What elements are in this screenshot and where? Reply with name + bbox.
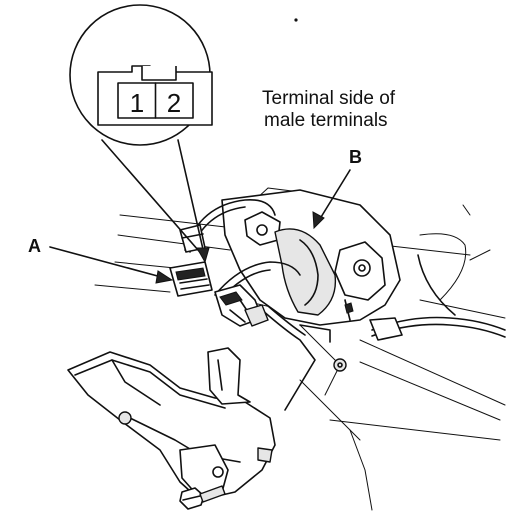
detail-leader-line — [101, 139, 206, 259]
caption-line-1: Terminal side of — [262, 88, 396, 109]
connector-face: 1 2 — [97, 65, 213, 126]
callout-a-leader — [49, 246, 166, 279]
detail-leader-arrow — [196, 247, 210, 264]
caption-line-2: male terminals — [264, 110, 388, 131]
callout-b-label: B — [349, 147, 362, 167]
pin-2-label: 2 — [167, 88, 181, 118]
callout-b-leader — [317, 169, 351, 223]
stray-mark — [294, 18, 298, 22]
mounting-bolt — [179, 485, 226, 510]
callout-a-label: A — [28, 236, 41, 256]
right-cable — [369, 254, 506, 341]
detail-leader-line — [177, 139, 206, 259]
pin-1-label: 1 — [130, 88, 144, 118]
callout-a-arrow — [155, 270, 174, 284]
lower-cover — [67, 347, 276, 501]
callout-b-arrow — [312, 211, 325, 230]
latch-assembly — [221, 189, 401, 372]
connector-mating — [214, 284, 269, 327]
connector-a — [169, 261, 213, 297]
